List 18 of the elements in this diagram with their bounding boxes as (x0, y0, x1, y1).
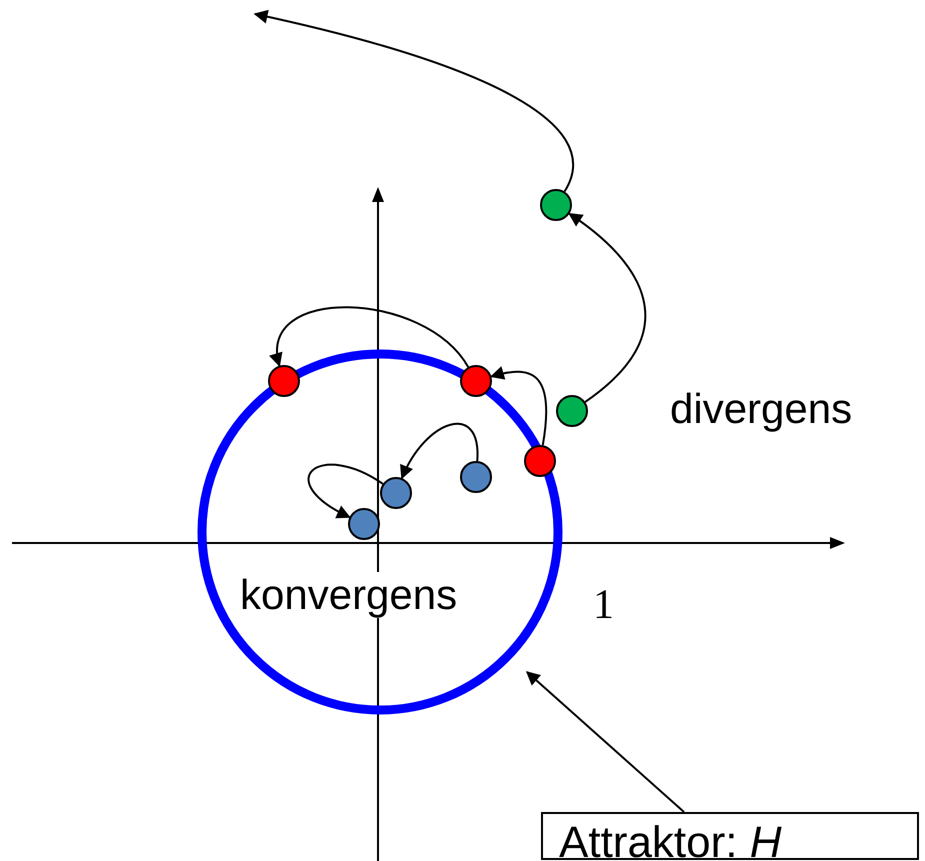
arrow (490, 366, 548, 446)
point-marker (460, 461, 492, 493)
arrow (270, 306, 469, 368)
arrow (526, 671, 685, 813)
arrow (568, 212, 646, 403)
point-marker (380, 477, 412, 509)
point-marker (460, 365, 492, 397)
point-marker (540, 189, 572, 221)
arrow (308, 464, 384, 518)
point-marker (348, 508, 380, 540)
tick-label: 1 (593, 582, 614, 628)
arrow (254, 10, 574, 192)
axis-label: konvergens (240, 572, 458, 618)
point-marker (524, 445, 556, 477)
arrow (400, 422, 478, 480)
point-marker (556, 395, 588, 427)
point-marker (268, 365, 300, 397)
text-box: Attraktor: H (541, 812, 919, 860)
